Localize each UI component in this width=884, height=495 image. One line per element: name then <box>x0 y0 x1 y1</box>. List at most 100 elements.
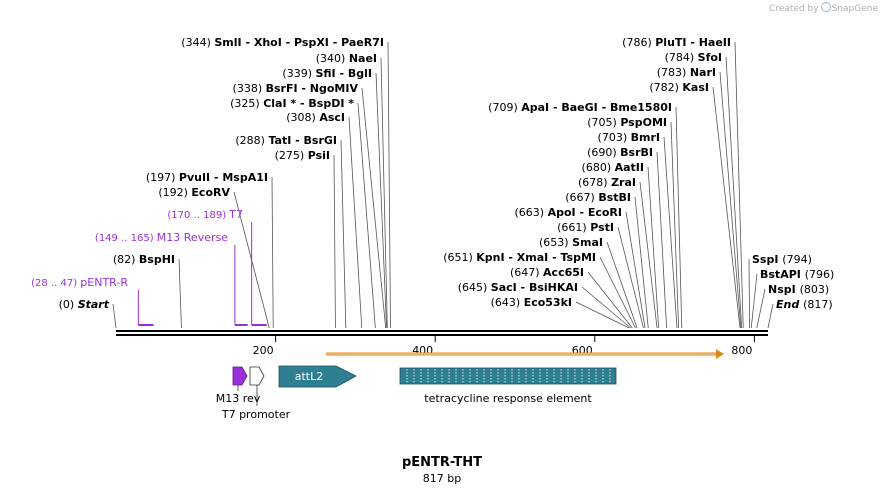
site-label-acc65i: (647) Acc65I <box>510 266 584 279</box>
site-name: PvuII - MspA1I <box>179 171 268 184</box>
site-position: (82) <box>113 253 139 266</box>
site-label-pluti-haeii-name: PluTI - HaeII <box>655 36 731 49</box>
leader-line <box>725 56 743 329</box>
attl2-arrow <box>278 365 357 388</box>
site-label-nari: (783) NarI <box>657 66 716 79</box>
primer-range: (28 .. 47) <box>31 278 80 289</box>
site-labels: (344) SmlI - XhoI - PspXI - PaeR7I(340) … <box>31 36 834 311</box>
leader-line <box>767 303 774 329</box>
ruler-tick-label: 200 <box>253 344 274 357</box>
site-name: PsiI <box>308 149 330 162</box>
site-label-clai-bspdi: (325) ClaI * - BspDI * <box>230 97 354 110</box>
site-label-start: (0) Start <box>59 298 110 311</box>
leader-line <box>750 273 758 329</box>
primer-label-m13-reverse: (149 .. 165) M13 Reverse <box>95 231 228 244</box>
site-label-kasi-name: KasI <box>682 81 709 94</box>
site-label-bsrbi: (690) BsrBI <box>587 146 653 159</box>
site-name: SmlI - XhoI - PspXI - PaeR7I <box>214 36 384 49</box>
site-label-nari-name: NarI <box>690 66 716 79</box>
primer-name: M13 Reverse <box>157 231 228 244</box>
site-label-nari-position: (783) <box>657 66 690 79</box>
site-label-psti: (661) PstI <box>557 221 614 234</box>
site-label-sfoi: (784) SfoI <box>665 51 722 64</box>
site-name: TatI - BsrGI <box>268 134 337 147</box>
site-position: (275) <box>275 149 308 162</box>
site-label-kpni-xmai-tspmi: (651) KpnI - XmaI - TspMI <box>443 251 596 264</box>
site-label-smli-xhoi-pspxi-paer7i: (344) SmlI - XhoI - PspXI - PaeR7I <box>181 36 384 49</box>
plasmid-name: pENTR-THT <box>401 455 483 470</box>
site-name: EcoRV <box>191 186 230 199</box>
site-label-bmri-position: (703) <box>598 131 631 144</box>
leader-line <box>647 166 660 329</box>
site-name: BsrFI - NgoMIV <box>266 82 359 95</box>
site-label-pspomi-position: (705) <box>587 116 620 129</box>
site-label-bmri-name: BmrI <box>631 131 660 144</box>
m13-rev-label: M13 rev <box>216 392 261 405</box>
leader-line <box>271 176 274 329</box>
site-position: (339) <box>282 67 315 80</box>
site-label-aatii: (680) AatII <box>582 161 644 174</box>
site-name: AscI <box>319 111 345 124</box>
site-name: Start <box>78 298 110 311</box>
site-position: (308) <box>286 111 319 124</box>
site-label-bstbi-name: BstBI <box>598 191 631 204</box>
site-label-sspi: SspI (794) <box>752 253 812 266</box>
site-name: ClaI * - BspDI * <box>263 97 354 110</box>
tre-box <box>399 367 617 385</box>
t7-promoter-label: T7 promoter <box>221 408 291 421</box>
site-label-tati-bsrgi: (288) TatI - BsrGI <box>235 134 337 147</box>
site-label-pspomi: (705) PspOMI <box>587 116 667 129</box>
site-label-bsrbi-name: BsrBI <box>620 146 653 159</box>
leader-line <box>375 72 387 329</box>
site-label-zrai-position: (678) <box>578 176 611 189</box>
site-position: (325) <box>230 97 263 110</box>
site-label-psti-name: PstI <box>590 221 614 234</box>
snapgene-logo-icon <box>820 2 831 12</box>
label-leader-lines <box>112 41 774 329</box>
site-name: BspHI <box>139 253 175 266</box>
site-name: BstAPI <box>760 268 805 281</box>
orf-arrow-head <box>716 349 724 359</box>
site-label-saci-bsihkai: (645) SacI - BsiHKAI <box>458 281 578 294</box>
site-label-bsrfi-ngomiv: (338) BsrFI - NgoMIV <box>233 82 359 95</box>
site-label-saci-bsihkai-position: (645) <box>458 281 491 294</box>
leader-line <box>357 102 376 329</box>
site-position: (338) <box>233 82 266 95</box>
site-position: (796) <box>805 268 835 281</box>
site-label-sfii-bgli: (339) SfiI - BglI <box>282 67 372 80</box>
site-label-smai-name: SmaI <box>572 236 603 249</box>
site-label-kpni-xmai-tspmi-position: (651) <box>443 251 476 264</box>
leader-line <box>748 258 751 329</box>
site-label-pluti-haeii-position: (786) <box>622 36 655 49</box>
site-label-zrai-name: ZraI <box>611 176 636 189</box>
site-position: (192) <box>158 186 191 199</box>
site-label-kasi-position: (782) <box>649 81 682 94</box>
leader-line <box>734 41 744 329</box>
site-label-bmri: (703) BmrI <box>598 131 660 144</box>
tre-label: tetracycline response element <box>424 392 592 405</box>
leader-line <box>581 286 631 329</box>
primer-range: (149 .. 165) <box>95 233 157 244</box>
leader-line <box>387 41 391 329</box>
site-label-bsrbi-position: (690) <box>587 146 620 159</box>
leader-line <box>112 303 117 329</box>
primer-name: T7 <box>228 208 243 221</box>
site-label-bstbi-position: (667) <box>565 191 598 204</box>
leader-line <box>712 86 741 329</box>
site-label-acc65i-name: Acc65I <box>543 266 584 279</box>
site-label-sfoi-name: SfoI <box>698 51 722 64</box>
leader-line <box>634 196 649 329</box>
site-label-apai-baegi-bme1580i: (709) ApaI - BaeGI - Bme1580I <box>488 101 672 114</box>
leader-line <box>575 301 630 329</box>
site-label-psti-position: (661) <box>557 221 590 234</box>
site-label-acc65i-position: (647) <box>510 266 543 279</box>
t7-promoter-arrow <box>249 366 265 386</box>
leader-line <box>178 258 182 329</box>
site-label-pluti-haeii: (786) PluTI - HaeII <box>622 36 731 49</box>
leader-line <box>663 136 678 329</box>
site-label-apai-baegi-bme1580i-name: ApaI - BaeGI - Bme1580I <box>521 101 672 114</box>
